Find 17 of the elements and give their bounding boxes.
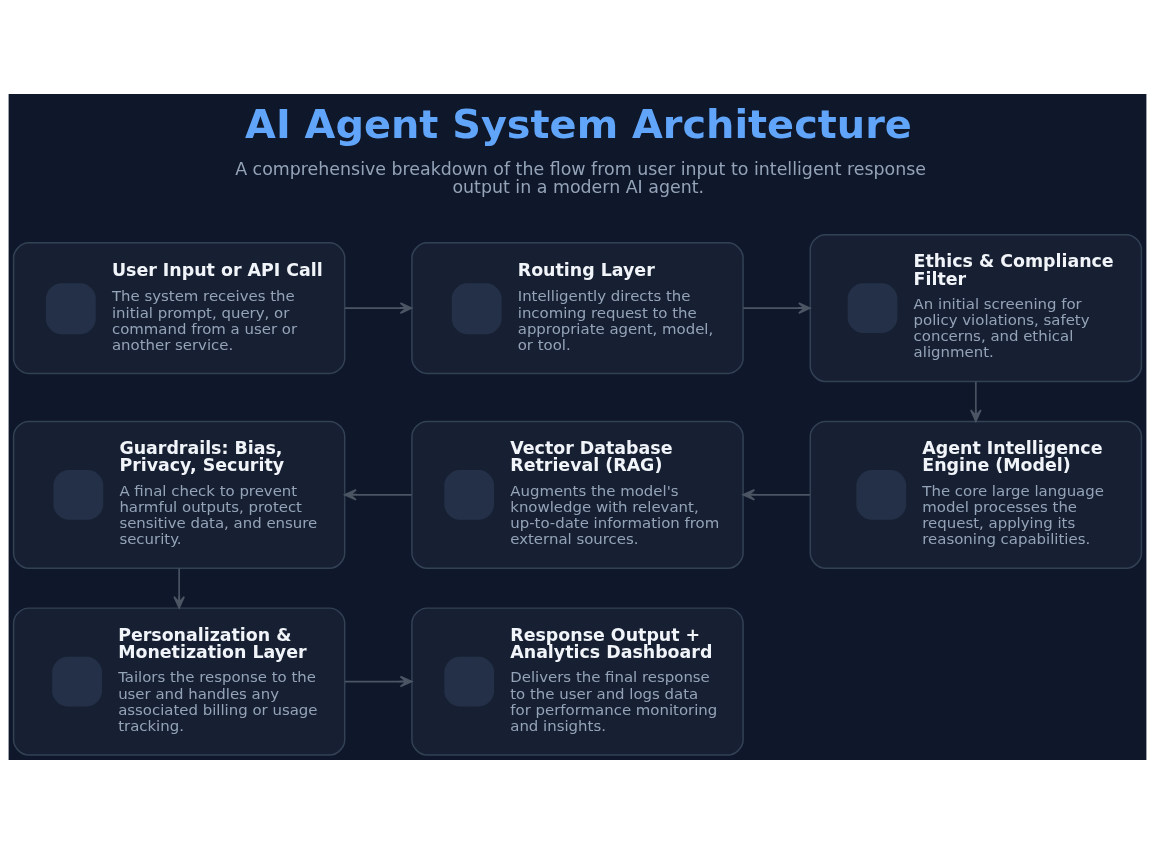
diagram-title: AI Agent System Architecture: [245, 100, 912, 147]
arrow: [344, 675, 413, 687]
node-box: Vector Database Retrieval (RAG) Augments the model's knowledge with relevant, up-to-date information from external sources.: [411, 420, 744, 569]
node-box: Routing Layer Intelligently directs the incoming request to the appropriate agent, model, or tool.: [411, 241, 744, 374]
node-box: Agent Intelligence Engine (Model) The core large language model processes the request, applying its reasoning capabilities.: [809, 420, 1143, 569]
node-box: User Input or API Call The system receives the initial prompt, query, or command from a user or another service.: [12, 241, 346, 374]
arrow: [742, 488, 811, 501]
arrow: [344, 301, 413, 314]
caption: A comprehensive breakdown of the flow from user input to intelligent response output in a modern AI agent.: [235, 158, 927, 197]
arrow: [742, 301, 811, 314]
node-box: Response Output + Analytics Dashboard Delivers the final response to the user and logs data for performance monitoring and insights.: [411, 606, 744, 756]
node-box: Guardrails: Bias, Privacy, Security A final check to prevent harmful outputs, protect sensitive data, and ensure security.: [12, 420, 346, 569]
arrow: [970, 380, 982, 422]
arrow: [344, 488, 413, 501]
node-box: Personalization & Monetization Layer Tailors the response to the user and handles any associated billing or usage tracking.: [12, 606, 346, 756]
node-box: Ethics & Compliance Filter An initial screening for policy violations, safety concerns, and ethical alignment.: [809, 233, 1143, 382]
arrow: [173, 567, 185, 609]
